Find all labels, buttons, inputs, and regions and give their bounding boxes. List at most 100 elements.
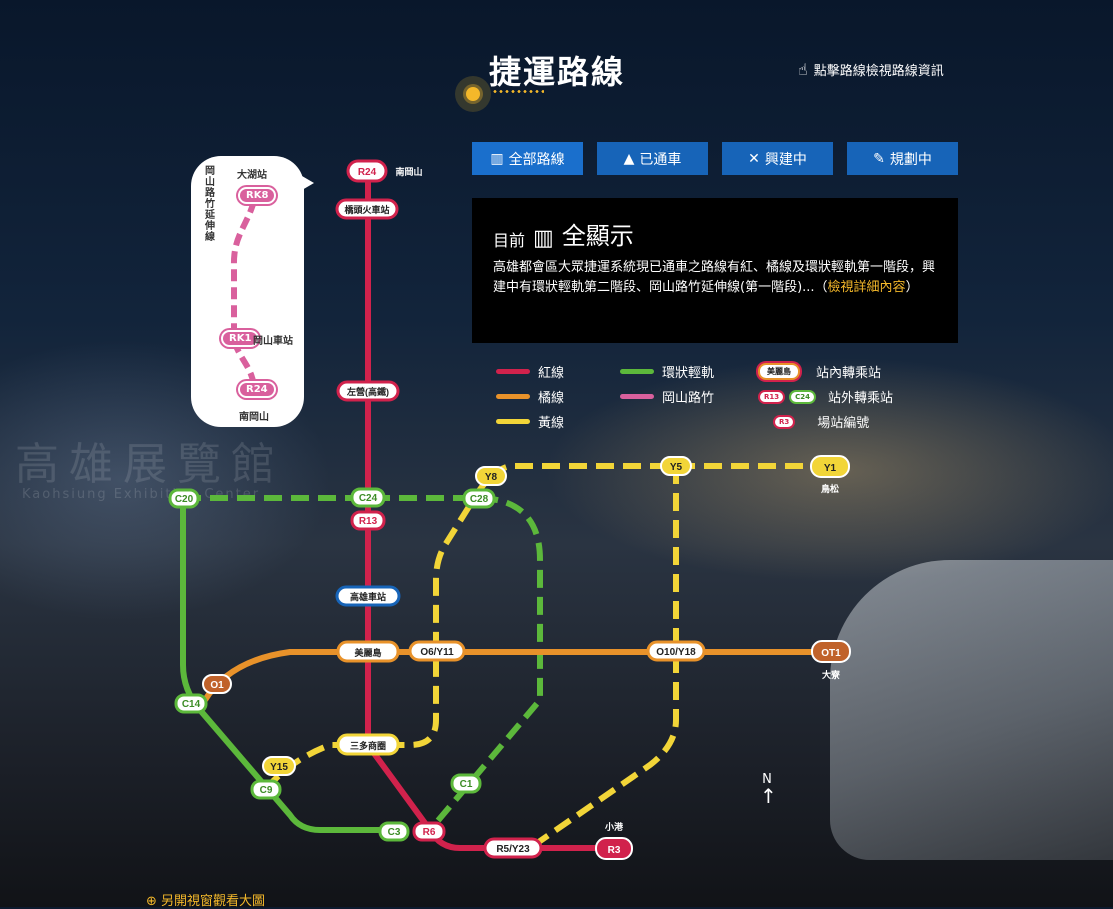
- red-line[interactable]: [365, 171, 615, 851]
- svg-text:三多商圈: 三多商圈: [350, 740, 386, 751]
- station-c1[interactable]: C1: [450, 773, 482, 794]
- station-y15[interactable]: Y15: [262, 756, 296, 776]
- svg-text:橋頭火車站: 橋頭火車站: [344, 204, 389, 215]
- legend-label: 環狀輕軌: [662, 366, 715, 381]
- station-c3[interactable]: C3: [378, 821, 410, 842]
- station-zuoying[interactable]: 左營(高鐵): [336, 380, 400, 402]
- svg-text:C20: C20: [175, 494, 194, 505]
- svg-text:R5/Y23: R5/Y23: [496, 844, 530, 855]
- station-r3[interactable]: R3: [595, 837, 633, 860]
- current-filter: 目前 ▥ 全顯示: [493, 216, 634, 251]
- station-r6[interactable]: R6: [412, 821, 446, 842]
- svg-text:R3: R3: [608, 845, 621, 856]
- legend-label: 紅線: [538, 366, 565, 381]
- station-r13[interactable]: R13: [350, 510, 386, 531]
- svg-text:Y5: Y5: [670, 462, 683, 473]
- station-o1[interactable]: O1: [202, 674, 232, 694]
- filter-building-button[interactable]: ✕ 興建中: [722, 142, 833, 175]
- station-qiaotou[interactable]: 橋頭火車站: [335, 198, 399, 220]
- legend-label: 場站編號: [817, 416, 870, 431]
- page-title: 捷運路線: [489, 53, 626, 91]
- station-r24[interactable]: R24: [238, 381, 276, 398]
- compass: N ↑: [760, 772, 777, 808]
- tools-icon: ✕: [748, 150, 760, 167]
- north-arrow-icon: ↑: [760, 784, 777, 808]
- station-ot1[interactable]: OT1: [811, 640, 851, 663]
- legend-label: 橘線: [538, 391, 565, 406]
- hand-pointer-icon: ☝: [798, 60, 808, 79]
- background-tram: [830, 560, 1113, 860]
- svg-text:C14: C14: [182, 699, 201, 710]
- green-line-solid[interactable]: [180, 498, 395, 833]
- station-y8[interactable]: Y8: [475, 466, 507, 486]
- filter-bar: ▥ 全部路線 ▲ 已通車 ✕ 興建中 ✎ 規劃中: [472, 142, 958, 175]
- filter-label: 興建中: [764, 151, 807, 168]
- legend-label: 岡山路竹: [662, 391, 715, 406]
- station-c24[interactable]: C24: [350, 487, 386, 508]
- svg-text:C9: C9: [260, 785, 273, 796]
- svg-text:OT1: OT1: [821, 648, 841, 659]
- title-ornament-icon: [455, 76, 491, 112]
- background-building-text: 高雄展覽館: [15, 439, 285, 490]
- legend-orange: 橘線: [496, 387, 564, 406]
- station-c20[interactable]: C20: [168, 488, 200, 509]
- legend-swatch: [620, 369, 654, 374]
- more-details-link[interactable]: 檢視詳細內容: [827, 280, 906, 295]
- legend-pink: 岡山路竹: [620, 387, 714, 406]
- svg-text:高雄車站: 高雄車站: [350, 591, 386, 602]
- legend-sample-pill: 美麗島: [758, 363, 800, 380]
- station-kaohsiung[interactable]: 高雄車站: [335, 585, 401, 607]
- legend-sample-pill: R3: [773, 414, 796, 429]
- svg-text:Y1: Y1: [824, 463, 837, 474]
- legend-swatch: [496, 369, 530, 374]
- station-y1[interactable]: Y1: [810, 455, 850, 478]
- hint: ☝ 點擊路線檢視路線資訊: [798, 60, 944, 79]
- station-name-ot1: 大寮: [822, 669, 841, 680]
- green-line-top-dashed[interactable]: [183, 495, 543, 832]
- svg-text:O6/Y11: O6/Y11: [420, 647, 454, 658]
- legend-green: 環狀輕軌: [620, 362, 714, 381]
- legend-label: 站內轉乘站: [816, 366, 882, 381]
- filter-opened-button[interactable]: ▲ 已通車: [597, 142, 708, 175]
- station-c9[interactable]: C9: [250, 779, 282, 800]
- station-r5y23[interactable]: R5/Y23: [483, 837, 543, 859]
- map-icon: ▥: [533, 226, 554, 251]
- station-name-gangshan: 岡山車站: [253, 336, 293, 347]
- station-c28[interactable]: C28: [462, 488, 496, 509]
- station-o10y18[interactable]: O10/Y18: [646, 640, 706, 662]
- legend-sample-pill: C24: [789, 389, 817, 404]
- station-rk1[interactable]: RK1: [221, 330, 260, 347]
- svg-text:R13: R13: [359, 516, 378, 527]
- legend-yellow: 黃線: [496, 412, 564, 431]
- legend-transfer-in: 美麗島 站內轉乘站: [758, 362, 881, 381]
- station-rk8[interactable]: RK8: [238, 187, 277, 204]
- station-name-r24-main: 南岡山: [395, 166, 422, 177]
- close-paren: ）: [905, 280, 919, 295]
- title-dots: [492, 90, 544, 93]
- legend-sample-pill: R13: [758, 389, 786, 404]
- filter-label: 全部路線: [508, 151, 565, 168]
- open-big-view-link[interactable]: ⊕ 另開視窗觀看大圖: [146, 890, 265, 909]
- station-formosa[interactable]: 美麗島: [336, 640, 400, 663]
- info-description: 高雄都會區大眾捷運系統現已通車之路線有紅、橘線及環狀輕軌第一階段，興建中有環狀輕…: [493, 258, 938, 298]
- extension-line-path: [230, 200, 257, 331]
- filter-all-button[interactable]: ▥ 全部路線: [472, 142, 583, 175]
- station-y5[interactable]: Y5: [660, 456, 692, 476]
- yellow-line-right[interactable]: [528, 466, 679, 851]
- svg-text:C1: C1: [460, 779, 473, 790]
- yellow-line-upper[interactable]: [262, 463, 830, 792]
- legend: 紅線 橘線 黃線 環狀輕軌 岡山路竹 美麗島 站內轉乘站 R13 C24 站外轉…: [493, 360, 913, 440]
- legend-swatch: [620, 394, 654, 399]
- compass-label: N: [762, 772, 772, 787]
- filter-label: 已通車: [639, 151, 682, 168]
- svg-text:O10/Y18: O10/Y18: [656, 647, 696, 658]
- info-panel: 目前 ▥ 全顯示 高雄都會區大眾捷運系統現已通車之路線有紅、橘線及環狀輕軌第一階…: [472, 198, 958, 343]
- station-o6y11[interactable]: O6/Y11: [408, 640, 466, 662]
- station-sanduo[interactable]: 三多商圈: [336, 733, 400, 756]
- station-r24-main[interactable]: R24: [346, 159, 388, 183]
- legend-label: 黃線: [538, 416, 565, 431]
- filter-planning-button[interactable]: ✎ 規劃中: [847, 142, 958, 175]
- svg-text:R24: R24: [358, 167, 377, 178]
- station-c14[interactable]: C14: [174, 693, 208, 714]
- orange-line[interactable]: [202, 649, 830, 702]
